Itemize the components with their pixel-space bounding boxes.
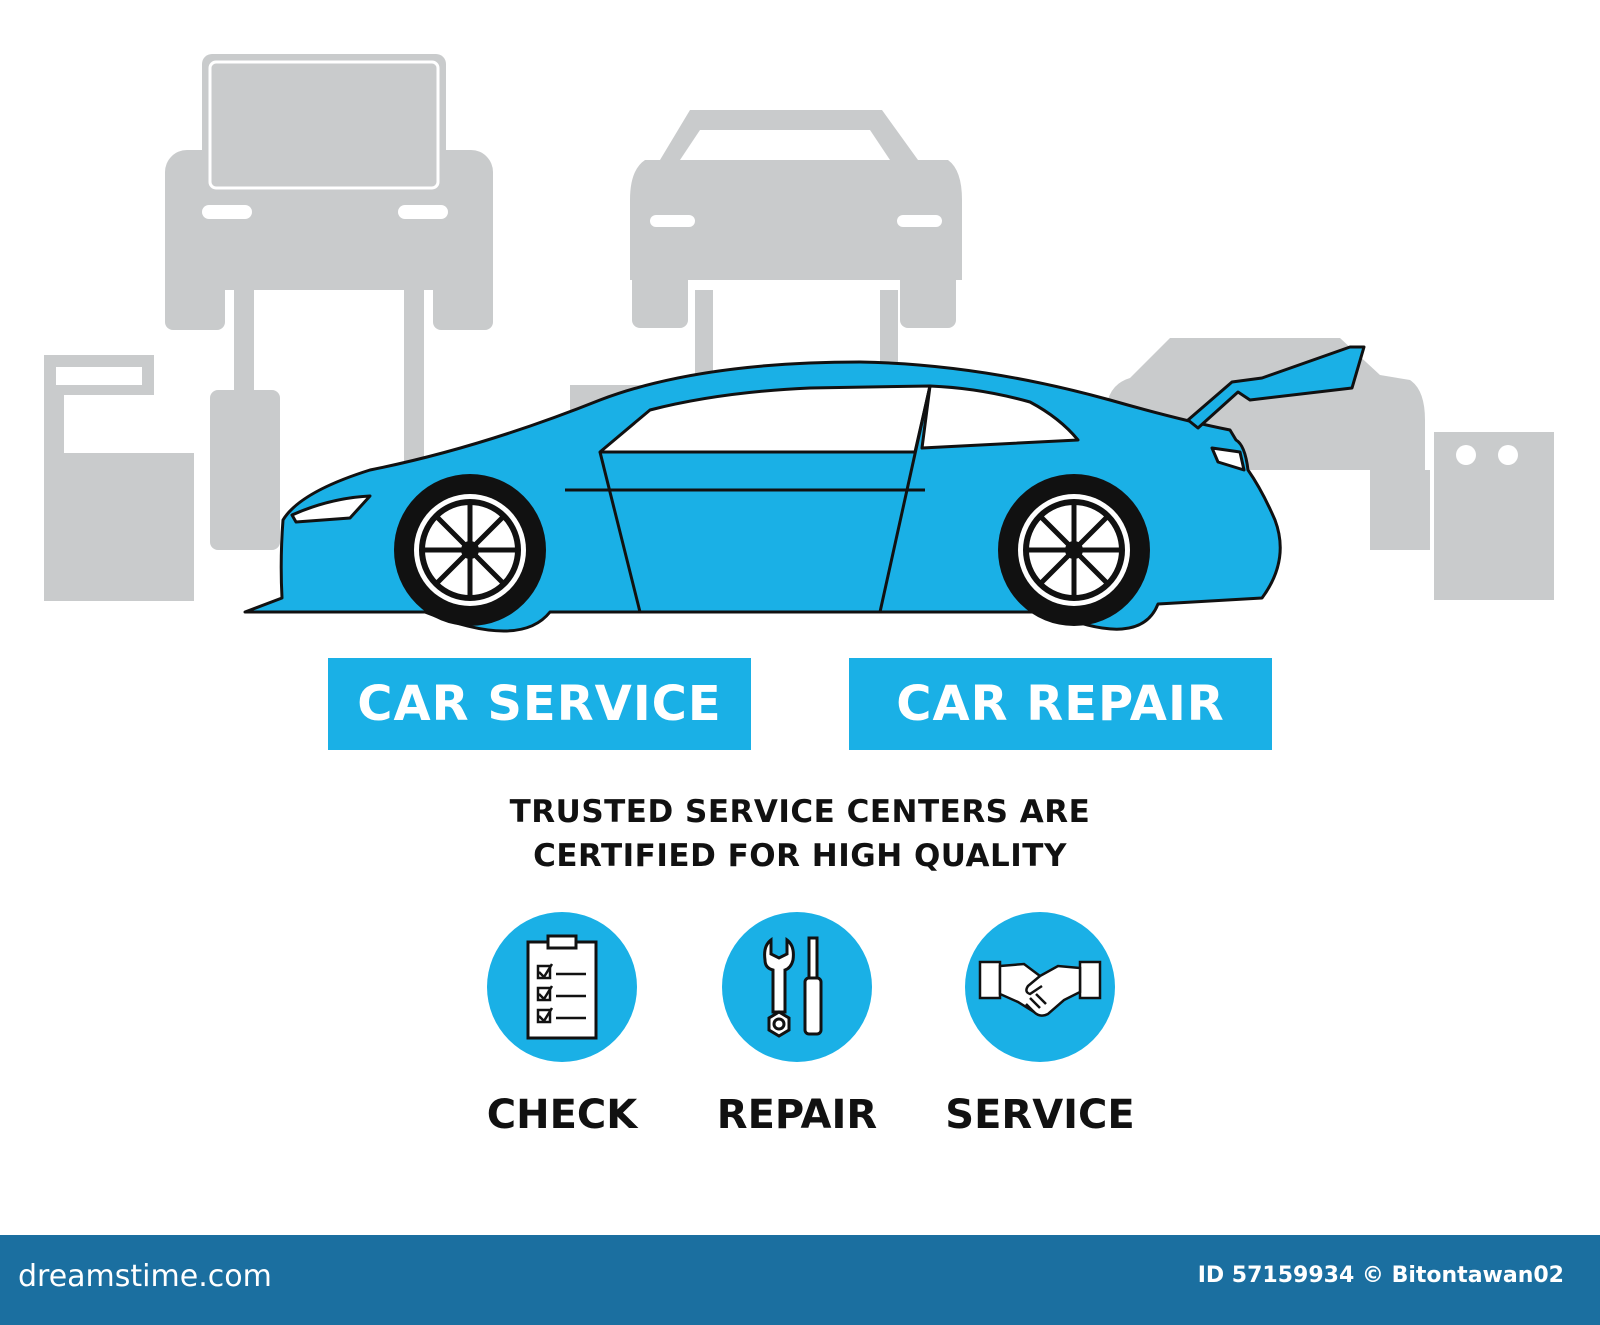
- service-circle: [965, 912, 1115, 1062]
- site-name[interactable]: dreamstime.com: [18, 1259, 272, 1294]
- feature-service: SERVICE: [945, 912, 1135, 1138]
- feature-repair: REPAIR: [717, 912, 877, 1138]
- stock-id: ID 57159934 © Bitontawan02: [1197, 1263, 1564, 1288]
- car-repair-banner: CAR REPAIR: [849, 658, 1272, 750]
- handshake-icon: [978, 960, 1102, 1017]
- clipboard-checklist-icon: [526, 934, 598, 1040]
- tagline-line-1: TRUSTED SERVICE CENTERS ARE: [509, 794, 1091, 830]
- repair-circle: [722, 912, 872, 1062]
- front-wheel: [394, 474, 546, 626]
- tagline-line-2: CERTIFIED FOR HIGH QUALITY: [533, 838, 1067, 874]
- feature-check: CHECK: [482, 912, 642, 1138]
- check-circle: [487, 912, 637, 1062]
- footer-bar: dreamstime.com ID 57159934 © Bitontawan0…: [0, 1235, 1600, 1325]
- car-repair-label: CAR REPAIR: [896, 676, 1225, 732]
- tagline: TRUSTED SERVICE CENTERS ARE CERTIFIED FO…: [0, 790, 1600, 878]
- check-label: CHECK: [486, 1092, 638, 1138]
- rear-wheel: [998, 474, 1150, 626]
- car-service-banner: CAR SERVICE: [328, 658, 751, 750]
- car-service-label: CAR SERVICE: [357, 676, 722, 732]
- service-label: SERVICE: [945, 1092, 1135, 1138]
- wrench-screwdriver-icon: [763, 936, 823, 1038]
- garage-illustration: [44, 54, 1554, 633]
- repair-label: REPAIR: [716, 1092, 878, 1138]
